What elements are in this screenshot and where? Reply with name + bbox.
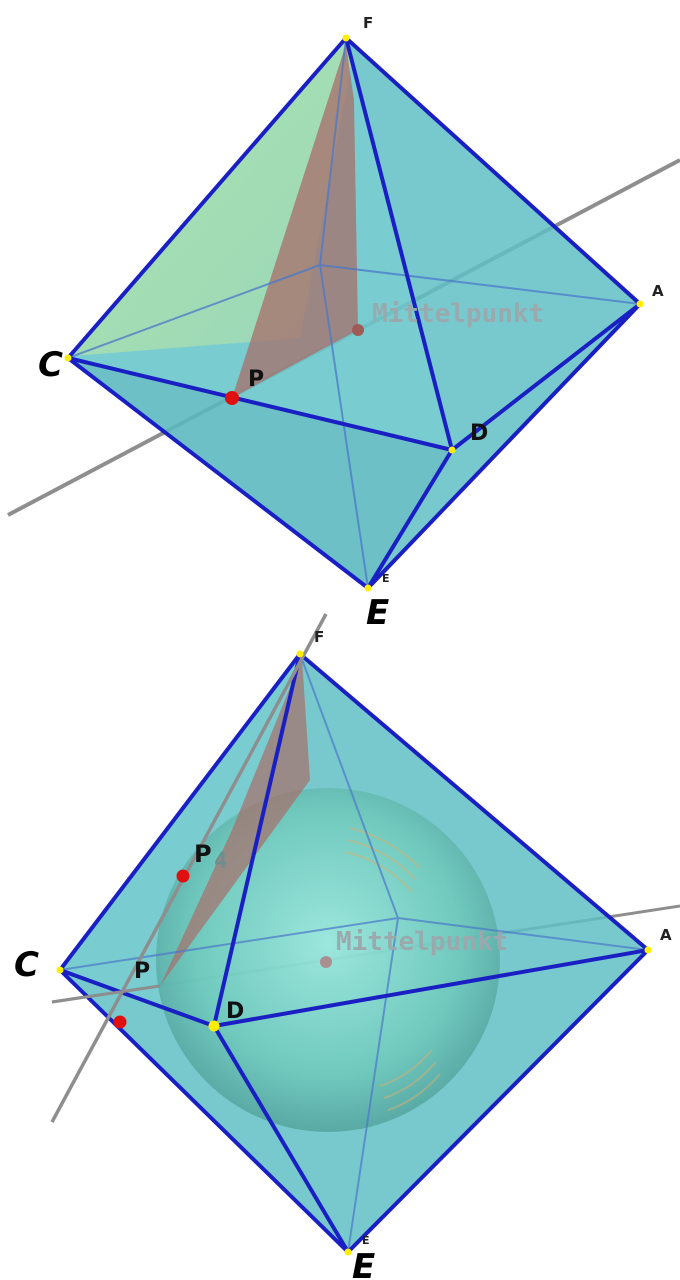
bottom-face-front [60,654,300,1026]
bottom-label-a: A [660,926,672,944]
top-label-a: A [652,282,664,300]
bottom-label-p4-index: 4 [214,849,227,874]
top-face-lower [68,358,452,588]
bottom-label-c: C [14,945,39,985]
top-edges [66,36,642,590]
top-label-d: D [470,421,488,446]
top-label-e: E [366,593,389,633]
top-label-f: F [363,14,373,32]
bottom-red-triangle [160,658,310,986]
bottom-label-d: D [226,999,244,1024]
bottom-label-e-small: E [362,1234,370,1247]
bottom-center-point [320,956,332,968]
bottom-point-p4 [176,869,190,883]
top-point-p [225,391,239,405]
bottom-tangent-line [50,613,328,1123]
top-label-c: C [38,345,63,385]
bottom-sphere-highlight [345,827,441,1111]
bottom-point-p [113,1015,127,1029]
bottom-figure: Mittelpunkt P P 4 F A C D E E [14,613,680,1280]
top-label-e-small: E [382,572,390,585]
top-vertex-markers [64,34,644,592]
top-center-point [352,324,364,336]
bottom-label-p: P [134,959,150,984]
top-label-p: P [248,367,264,392]
bottom-label-p4: P [194,840,212,868]
bottom-center-label: Mittelpunkt [336,927,508,957]
top-figure: Mittelpunkt P F A C D E E [7,14,680,633]
bottom-label-e: E [352,1247,375,1280]
top-hidden-edges [67,37,641,589]
bottom-vertex-markers [56,650,652,1256]
bottom-axis-front [51,984,161,1004]
bottom-hidden-edges [59,653,649,1253]
bottom-label-f: F [314,628,324,646]
bottom-edges [58,652,650,1254]
top-center-label: Mittelpunkt [372,299,544,329]
